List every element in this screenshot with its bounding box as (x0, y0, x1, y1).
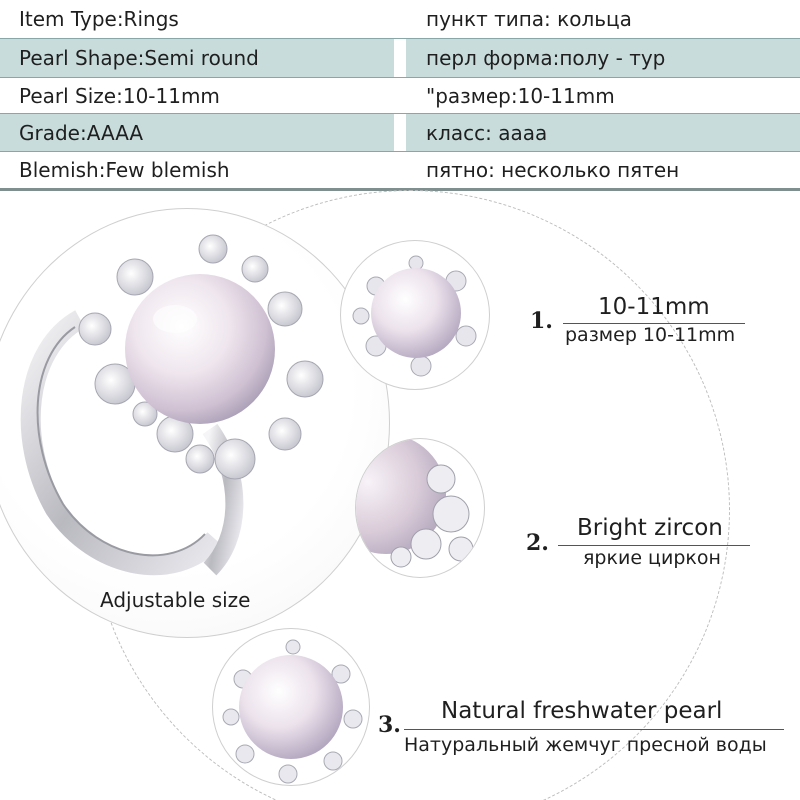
spec-row-pearl-shape: Pearl Shape:Semi round перл форма:полу -… (0, 39, 800, 77)
table-divider (0, 188, 800, 191)
spec-label: Grade:AAAA (0, 114, 394, 152)
spec-row-grade: Grade:AAAA класс: аааа (0, 114, 800, 152)
feature-title: Natural freshwater pearl (441, 698, 723, 724)
zircon-closeup-image (355, 438, 485, 578)
feature-divider (558, 545, 750, 546)
feature-subtitle: яркие циркон (583, 547, 721, 569)
pearl-flower-image (212, 628, 370, 786)
feature-divider (404, 729, 784, 730)
spec-label: Blemish:Few blemish (19, 158, 230, 182)
feature-subtitle: Натуральный жемчуг пресной воды (404, 734, 767, 756)
spec-label-ru: перл форма:полу - тур (406, 39, 800, 77)
spec-label-ru: пункт типа: кольца (426, 7, 632, 31)
feature-number: 2. (526, 530, 549, 556)
spec-label: Item Type:Rings (19, 7, 179, 31)
spec-label: Pearl Size:10-11mm (19, 84, 220, 108)
silver-pearl-ring-image (0, 208, 390, 638)
feature-number: 1. (530, 308, 553, 334)
spec-label-ru: "размер:10-11mm (426, 84, 615, 108)
feature-number: 3. (378, 712, 401, 738)
feature-divider (563, 323, 745, 324)
feature-subtitle: размер 10-11mm (565, 324, 736, 346)
spec-label-ru: класс: аааа (406, 114, 800, 152)
feature-title: 10-11mm (598, 294, 710, 320)
spec-table: Item Type:Rings пункт типа: кольца Pearl… (0, 0, 800, 191)
adjustable-size-caption: Adjustable size (100, 588, 251, 612)
pearl-closeup-image (340, 240, 490, 390)
spec-label: Pearl Shape:Semi round (0, 39, 394, 77)
spec-row-pearl-size: Pearl Size:10-11mm "размер:10-11mm (0, 77, 800, 115)
spec-row-blemish: Blemish:Few blemish пятно: несколько пят… (0, 151, 800, 189)
spec-label-ru: пятно: несколько пятен (426, 158, 680, 182)
feature-title: Bright zircon (577, 515, 723, 541)
spec-row-item-type: Item Type:Rings пункт типа: кольца (0, 0, 800, 38)
